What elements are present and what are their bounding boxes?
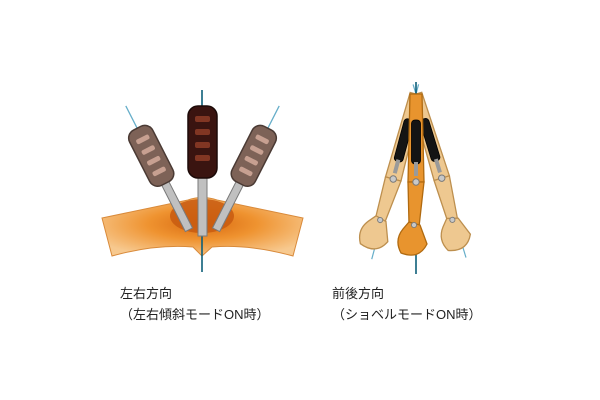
lever-left <box>127 124 194 233</box>
caption-left-right-line1: 左右方向 <box>120 286 173 301</box>
excavator-arm-center <box>397 93 428 256</box>
lever-right <box>211 124 278 233</box>
excavator-figure <box>328 80 503 278</box>
caption-left-right: 左右方向 （左右傾斜モードON時） <box>120 283 270 325</box>
excavator-illustration <box>358 82 472 274</box>
caption-front-back-line2: （ショベルモードON時） <box>332 307 482 322</box>
caption-front-back: 前後方向 （ショベルモードON時） <box>332 283 482 325</box>
lever-center <box>187 105 218 237</box>
joystick-illustration <box>101 90 304 272</box>
caption-front-back-line1: 前後方向 <box>332 286 385 301</box>
joystick-figure <box>100 86 305 276</box>
caption-left-right-line2: （左右傾斜モードON時） <box>120 307 270 322</box>
